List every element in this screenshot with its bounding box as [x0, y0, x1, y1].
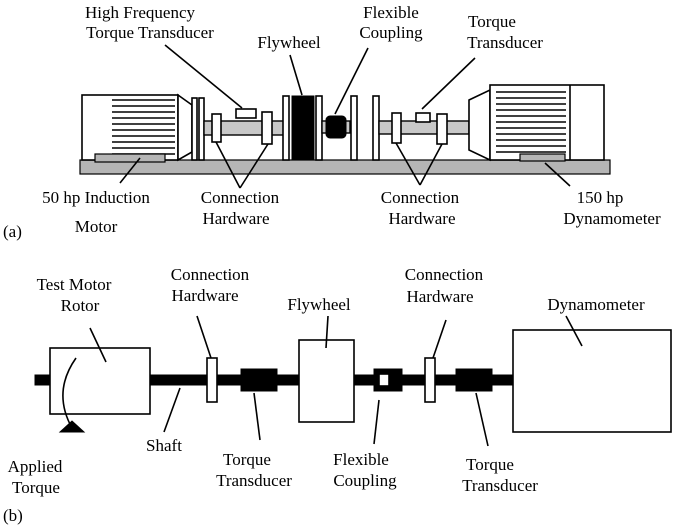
- label-hf-torque-line2: Torque Transducer: [86, 23, 214, 42]
- right-mount-plate-2: [372, 95, 380, 161]
- panel-a: High Frequency Torque Transducer Flywhee…: [3, 3, 661, 241]
- dynamometer-endbell: [468, 88, 491, 162]
- dynamometer-a: [468, 84, 605, 162]
- label-torque-left-b: Torque: [223, 450, 271, 469]
- right-collar-2: [436, 113, 448, 145]
- label-conn-right-b-line2: Hardware: [406, 287, 473, 306]
- induction-motor-foot: [94, 153, 166, 163]
- label-conn-left-b-line2: Hardware: [171, 286, 238, 305]
- flywheel-b: [298, 339, 355, 423]
- label-dyno-hp: 150 hp: [577, 188, 624, 207]
- panel-b-tag: (b): [3, 506, 23, 525]
- label-dyno-a: Dynamometer: [563, 209, 661, 228]
- flexible-coupling: [325, 115, 347, 139]
- flywheel-left-plate: [282, 95, 290, 161]
- flywheel-right-plate: [315, 95, 323, 161]
- label-flexible-a: Flexible: [363, 3, 419, 22]
- label-transducer-left-b: Transducer: [216, 471, 292, 490]
- label-coupling-a: Coupling: [359, 23, 423, 42]
- torque-transducer-left: [240, 368, 278, 392]
- test-motor-rotor: [49, 347, 151, 415]
- left-mount-plate-2: [198, 97, 205, 161]
- label-shaft: Shaft: [146, 436, 182, 455]
- label-test-motor-line1: Test Motor: [37, 275, 112, 294]
- label-flexible-b: Flexible: [333, 450, 389, 469]
- right-mount-plate-1: [350, 95, 358, 161]
- label-conn-left-a-line2: Hardware: [202, 209, 269, 228]
- label-torque-applied: Torque: [12, 478, 60, 497]
- induction-motor: [81, 93, 193, 163]
- leader-lines-b: [89, 315, 583, 447]
- label-hf-torque-line1: High Frequency: [85, 3, 196, 22]
- label-conn-right-b-line1: Connection: [405, 265, 484, 284]
- label-transducer-right-b: Transducer: [462, 476, 538, 495]
- label-torque-right-b: Torque: [466, 455, 514, 474]
- induction-motor-body: [81, 94, 179, 161]
- label-dyno-b: Dynamometer: [547, 295, 645, 314]
- applied-torque-arrow: [62, 357, 77, 429]
- label-induction-line1: 50 hp Induction: [42, 188, 150, 207]
- label-induction-line2: Motor: [75, 217, 118, 236]
- dynamometer-b: [512, 329, 672, 433]
- torque-transducer-right: [455, 368, 493, 392]
- hf-torque-transducer-head: [235, 108, 257, 119]
- flywheel: [291, 95, 315, 161]
- left-collar-1: [211, 113, 222, 143]
- label-conn-left-b-line1: Connection: [171, 265, 250, 284]
- torque-transducer-head: [415, 112, 431, 123]
- label-flywheel-b: Flywheel: [287, 295, 351, 314]
- left-collar-2: [261, 111, 273, 145]
- flexible-coupling-gap: [378, 373, 390, 387]
- induction-motor-endbell: [177, 93, 193, 162]
- connection-hardware-left: [206, 357, 218, 403]
- label-transducer-a: Transducer: [467, 33, 543, 52]
- connection-hardware-right: [424, 357, 436, 403]
- leader-lines-a: [119, 44, 571, 189]
- panel-a-tag: (a): [3, 222, 22, 241]
- label-conn-right-a-line2: Hardware: [388, 209, 455, 228]
- label-coupling-b: Coupling: [333, 471, 397, 490]
- dynamometer-foot: [519, 153, 566, 162]
- label-applied: Applied: [8, 457, 63, 476]
- applied-torque-arrowhead: [58, 420, 86, 433]
- label-conn-right-a-line1: Connection: [381, 188, 460, 207]
- left-mount-plate-1: [191, 97, 198, 161]
- panel-b: Test Motor Rotor Connection Hardware Fly…: [3, 265, 672, 525]
- right-collar-1: [391, 112, 402, 144]
- label-conn-left-a-line1: Connection: [201, 188, 280, 207]
- base-plate: [79, 159, 611, 175]
- label-flywheel-a: Flywheel: [257, 33, 321, 52]
- label-torque-a: Torque: [468, 12, 516, 31]
- label-test-motor-line2: Rotor: [61, 296, 100, 315]
